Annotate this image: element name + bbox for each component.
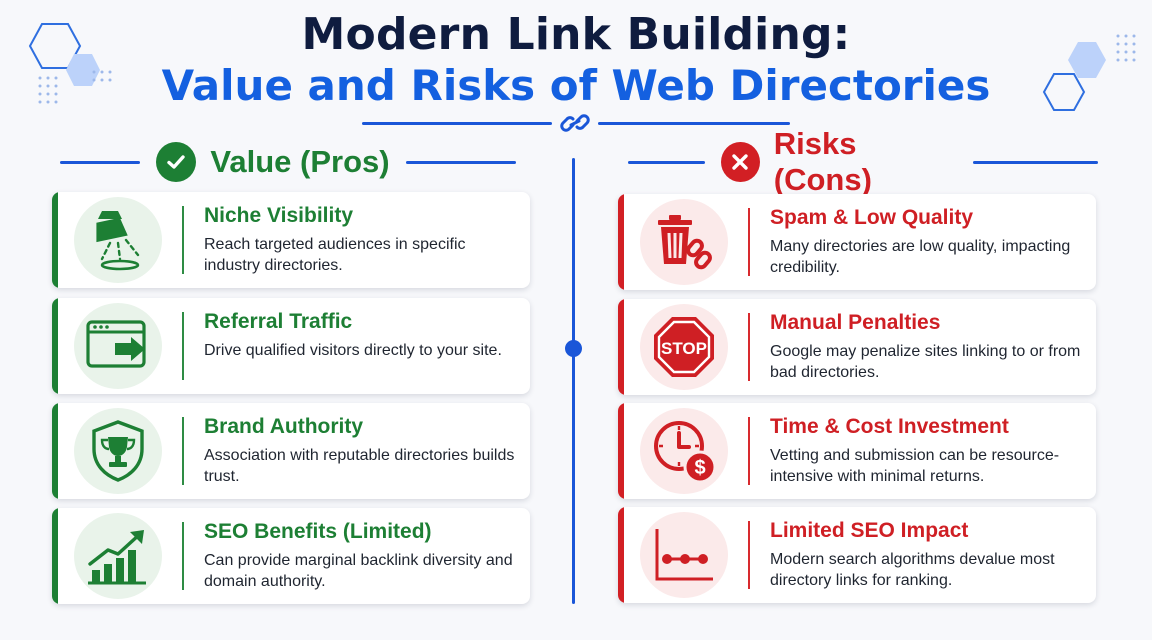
card-title: SEO Benefits (Limited) bbox=[204, 520, 432, 543]
title-rule-left bbox=[362, 122, 552, 125]
card-divider bbox=[182, 312, 184, 380]
stop-sign-text: STOP bbox=[661, 339, 707, 358]
trash-broken-link-icon bbox=[640, 199, 728, 285]
card-title: Manual Penalties bbox=[770, 311, 941, 334]
cons-card-spam-low-quality: Spam & Low Quality Many directories are … bbox=[618, 194, 1096, 290]
cons-heading: Risks (Cons) bbox=[628, 126, 1099, 197]
cons-heading-rule-left bbox=[628, 160, 706, 164]
center-divider bbox=[572, 158, 575, 604]
page-title: Modern Link Building: Value and Risks of… bbox=[0, 10, 1152, 112]
cons-heading-text: Risks (Cons) bbox=[773, 126, 872, 197]
flat-chart-icon bbox=[640, 512, 728, 598]
card-description: Many directories are low quality, impact… bbox=[770, 238, 1071, 276]
check-circle-icon bbox=[156, 142, 197, 182]
card-divider bbox=[182, 417, 184, 485]
card-accent bbox=[52, 508, 58, 604]
card-title: Time & Cost Investment bbox=[770, 415, 1009, 438]
link-icon bbox=[560, 114, 590, 132]
card-accent bbox=[52, 192, 58, 288]
card-title: Brand Authority bbox=[204, 415, 364, 438]
card-description: Modern search algorithms devalue most di… bbox=[770, 551, 1055, 589]
pros-card-niche-visibility: Niche Visibility Reach targeted audience… bbox=[52, 192, 530, 288]
card-title: Limited SEO Impact bbox=[770, 519, 969, 542]
spotlight-icon bbox=[74, 197, 162, 283]
card-title: Niche Visibility bbox=[204, 204, 353, 227]
card-accent bbox=[618, 299, 624, 395]
card-accent bbox=[52, 403, 58, 499]
pros-heading: Value (Pros) bbox=[58, 140, 518, 184]
hexagon-decoration-left bbox=[28, 23, 112, 104]
card-accent bbox=[618, 507, 624, 603]
pros-heading-rule-right bbox=[405, 160, 516, 164]
stop-sign-icon: STOP bbox=[640, 304, 728, 390]
card-accent bbox=[52, 298, 58, 394]
card-divider bbox=[748, 313, 750, 381]
center-divider-dot bbox=[565, 340, 582, 357]
hexagon-decoration-right bbox=[1042, 34, 1136, 111]
trophy-shield-icon bbox=[74, 408, 162, 494]
card-divider bbox=[182, 522, 184, 590]
pros-heading-rule-left bbox=[60, 160, 141, 164]
title-line-1: Modern Link Building: bbox=[301, 9, 851, 60]
card-description: Drive qualified visitors directly to you… bbox=[204, 342, 502, 359]
card-divider bbox=[748, 521, 750, 589]
browser-arrow-icon bbox=[74, 303, 162, 389]
card-title: Spam & Low Quality bbox=[770, 206, 974, 229]
cons-card-limited-seo-impact: Limited SEO Impact Modern search algorit… bbox=[618, 507, 1096, 603]
card-divider bbox=[748, 417, 750, 485]
pros-card-seo-benefits: SEO Benefits (Limited) Can provide margi… bbox=[52, 508, 530, 604]
card-accent bbox=[618, 403, 624, 499]
cons-card-time-cost: $ Time & Cost Investment Vetting and sub… bbox=[618, 403, 1096, 499]
card-title: Referral Traffic bbox=[204, 310, 353, 333]
growth-chart-icon bbox=[74, 513, 162, 599]
card-description: Google may penalize sites linking to or … bbox=[770, 343, 1081, 381]
card-description: Association with reputable directories b… bbox=[204, 447, 515, 485]
pros-heading-text: Value (Pros) bbox=[210, 144, 390, 179]
cons-heading-rule-right bbox=[972, 160, 1099, 164]
pros-card-referral-traffic: Referral Traffic Drive qualified visitor… bbox=[52, 298, 530, 394]
card-description: Vetting and submission can be resource-i… bbox=[770, 447, 1060, 485]
dollar-sign-text: $ bbox=[694, 457, 705, 479]
clock-dollar-icon: $ bbox=[640, 408, 728, 494]
title-rule-right bbox=[598, 122, 790, 125]
title-line-2: Value and Risks of Web Directories bbox=[161, 61, 991, 110]
card-divider bbox=[182, 206, 184, 274]
card-description: Reach targeted audiences in specific ind… bbox=[204, 236, 466, 274]
pros-card-brand-authority: Brand Authority Association with reputab… bbox=[52, 403, 530, 499]
card-accent bbox=[618, 194, 624, 290]
x-circle-icon bbox=[721, 142, 760, 182]
card-divider bbox=[748, 208, 750, 276]
card-description: Can provide marginal backlink diversity … bbox=[204, 552, 513, 590]
cons-card-manual-penalties: STOP Manual Penalties Google may penaliz… bbox=[618, 299, 1096, 395]
